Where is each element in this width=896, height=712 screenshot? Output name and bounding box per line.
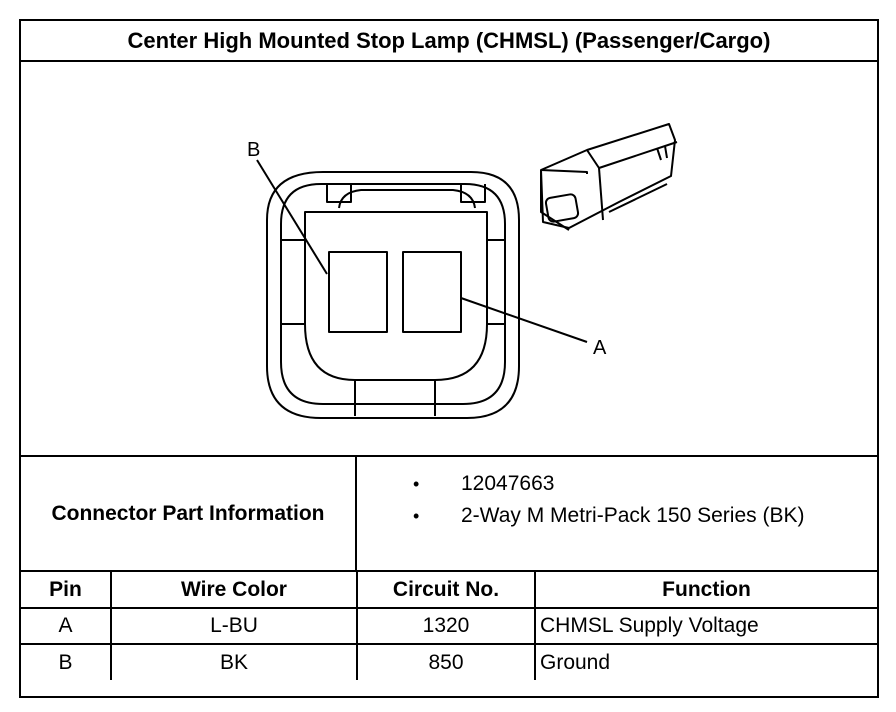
terminal-b [328, 251, 388, 333]
header-pin: Pin [21, 572, 112, 609]
part-info-list: • 12047663 • 2-Way M Metri-Pack 150 Seri… [357, 457, 877, 570]
leader-line-b [256, 159, 328, 275]
terminal-a [402, 251, 462, 333]
connector-part-info: Connector Part Information • 12047663 • … [21, 455, 877, 572]
pin-cell: B [21, 643, 112, 680]
function-cell: Ground [534, 643, 877, 680]
header-function: Function [534, 572, 877, 609]
connector-housing-outline [266, 171, 520, 419]
bullet-icon: • [413, 506, 420, 526]
polarization-key [354, 380, 436, 416]
pin-cell: A [21, 607, 112, 645]
leader-line-a [460, 297, 588, 343]
connector-sheet: Center High Mounted Stop Lamp (CHMSL) (P… [19, 19, 879, 698]
pin-label-a: A [593, 337, 607, 359]
table-row: B BK 850 Ground [21, 643, 877, 680]
connector-diagram: B A [21, 62, 877, 457]
wire-color-cell: BK [110, 643, 358, 680]
page-title: Center High Mounted Stop Lamp (CHMSL) (P… [21, 21, 877, 62]
connector-info-label: Connector Part Information [21, 457, 357, 570]
table-row: A L-BU 1320 CHMSL Supply Voltage [21, 607, 877, 645]
wire-color-cell: L-BU [110, 607, 358, 645]
connector-face-drawing: B A [247, 123, 678, 419]
connector-description: 2-Way M Metri-Pack 150 Series (BK) [461, 504, 805, 527]
connector-isometric-icon [540, 123, 678, 231]
terminal-cavity [304, 211, 488, 381]
part-number: 12047663 [461, 472, 555, 495]
function-cell: CHMSL Supply Voltage [534, 607, 877, 645]
header-wire-color: Wire Color [110, 572, 358, 609]
pin-label-b: B [247, 139, 260, 161]
pin-table-header: Pin Wire Color Circuit No. Function [21, 572, 877, 609]
connector-shroud [280, 183, 506, 405]
circuit-cell: 1320 [356, 607, 536, 645]
pin-table: Pin Wire Color Circuit No. Function A L-… [21, 572, 877, 680]
circuit-cell: 850 [356, 643, 536, 680]
header-circuit-no: Circuit No. [356, 572, 536, 609]
bullet-icon: • [413, 474, 420, 494]
